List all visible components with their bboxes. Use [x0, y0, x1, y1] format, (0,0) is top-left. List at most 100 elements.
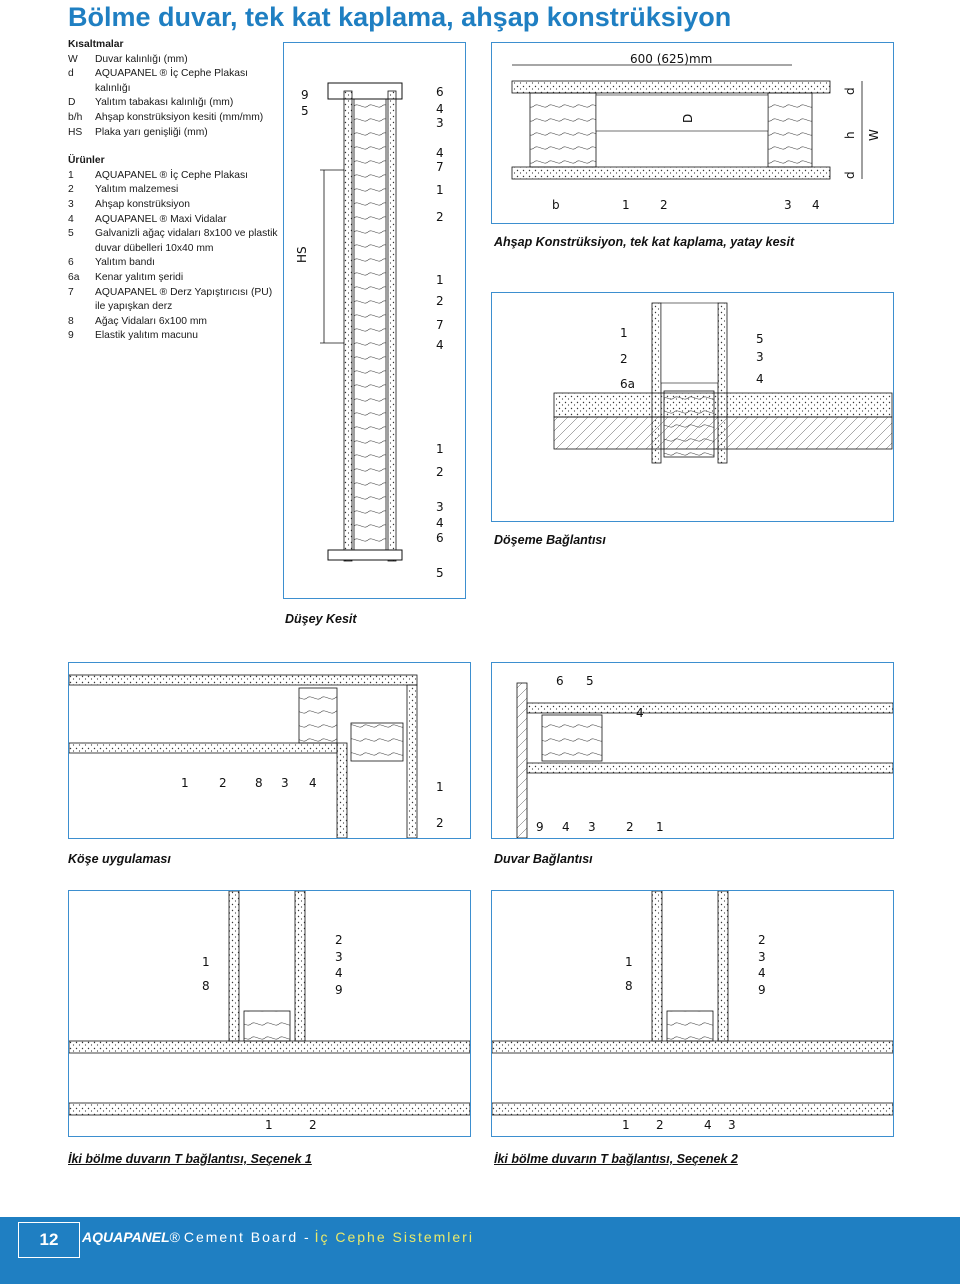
- product-text: AQUAPANEL ® İç Cephe Plakası: [95, 169, 248, 181]
- tjoint2-label: 3: [728, 1118, 736, 1132]
- tjoint2-label: 9: [758, 983, 766, 997]
- tjoint1-label: 1: [202, 955, 210, 969]
- vertical-label: 7: [436, 318, 444, 332]
- product-text: Yalıtım bandı: [95, 257, 155, 269]
- tjoint1-label: 4: [335, 966, 343, 980]
- horizontal-label: 4: [812, 198, 820, 212]
- brand-name: AQUAPANEL: [82, 1229, 170, 1245]
- product-key: 1: [68, 169, 74, 181]
- tjoint2-label: 1: [622, 1118, 630, 1132]
- floor-label: 1: [620, 326, 628, 340]
- product-key: 9: [68, 330, 74, 342]
- corner-label: 3: [281, 776, 289, 790]
- floor-label: 5: [756, 332, 764, 346]
- product-key: 6a: [68, 271, 80, 283]
- product-row: 3 Ahşap konstrüksiyon: [68, 198, 283, 213]
- section-name: İç Cephe Sistemleri: [314, 1229, 474, 1245]
- abbreviation-text: AQUAPANEL ® İç Cephe Plakası kalınlığı: [95, 68, 248, 94]
- tjoint2-label: 2: [758, 933, 766, 947]
- horizontal-label: b: [552, 198, 560, 212]
- product-key: 8: [68, 315, 74, 327]
- vertical-label: 3: [436, 116, 444, 130]
- vertical-label: 5: [301, 104, 309, 118]
- vertical-label: 4: [436, 338, 444, 352]
- width-dimension: 600 (625)mm: [630, 52, 712, 66]
- tjoint1-label: 2: [309, 1118, 317, 1132]
- corner-label: 2: [219, 776, 227, 790]
- vertical-label: 3: [436, 500, 444, 514]
- insulation-thickness-label: D: [681, 114, 695, 123]
- vertical-label: 1: [436, 273, 444, 287]
- wall-connection-caption: Duvar Bağlantısı: [494, 852, 593, 866]
- product-key: 5: [68, 228, 74, 240]
- vertical-label: 2: [436, 294, 444, 308]
- wall-label: 5: [586, 674, 594, 688]
- product-text: Ahşap konstrüksiyon: [95, 198, 191, 210]
- wall-thickness-label: W: [867, 129, 881, 141]
- product-text: Ağaç Vidaları 6x100 mm: [95, 315, 207, 327]
- hs-dimension-label: HS: [295, 246, 309, 263]
- product-row: 8 Ağaç Vidaları 6x100 mm: [68, 315, 283, 330]
- tjoint1-label: 1: [265, 1118, 273, 1132]
- vertical-label: 6: [436, 531, 444, 545]
- wall-label: 2: [626, 820, 634, 834]
- horizontal-label: 2: [660, 198, 668, 212]
- footer-bar: [0, 1217, 960, 1284]
- page-number: 12: [18, 1222, 80, 1258]
- products-heading: Ürünler: [68, 155, 105, 167]
- footer-brand: AQUAPANEL® Cement Board - İç Cephe Siste…: [82, 1229, 474, 1245]
- horizontal-label: 1: [622, 198, 630, 212]
- corner-label: 2: [436, 816, 444, 830]
- abbreviation-key: d: [68, 68, 74, 80]
- tjoint2-label: 2: [656, 1118, 664, 1132]
- tjoint2-label: 8: [625, 979, 633, 993]
- horizontal-section-caption: Ahşap Konstrüksiyon, tek kat kaplama, ya…: [494, 235, 795, 249]
- product-key: 3: [68, 198, 74, 210]
- tjoint1-label: 3: [335, 950, 343, 964]
- tjoint2-label: 1: [625, 955, 633, 969]
- board-thickness-label: d: [843, 171, 857, 179]
- tjoint2-caption: İki bölme duvarın T bağlantısı, Seçenek …: [494, 1152, 738, 1166]
- vertical-section-caption: Düşey Kesit: [285, 612, 357, 626]
- product-text: Galvanizli ağaç vidaları 8x100 ve plasti…: [95, 228, 278, 254]
- product-line: Cement Board -: [183, 1229, 311, 1245]
- brand-mark: ®: [169, 1229, 180, 1245]
- tjoint2-label: 4: [758, 966, 766, 980]
- page-title: Bölme duvar, tek kat kaplama, ahşap kons…: [68, 2, 732, 32]
- abbreviation-key: W: [68, 53, 78, 65]
- floor-connection-caption: Döşeme Bağlantısı: [494, 533, 606, 547]
- tjoint2-label: 4: [704, 1118, 712, 1132]
- abbreviations-heading: Kısaltmalar: [68, 39, 124, 50]
- horizontal-label: 3: [784, 198, 792, 212]
- product-text: Elastik yalıtım macunu: [95, 330, 199, 342]
- product-text: Yalıtım malzemesi: [95, 184, 179, 196]
- floor-label: 4: [756, 372, 764, 386]
- vertical-label: 1: [436, 442, 444, 456]
- vertical-label: 4: [436, 102, 444, 116]
- abbreviations-list: W Duvar kalınlığı (mm) d AQUAPANEL ® İç Cep…: [68, 53, 283, 141]
- vertical-label: 2: [436, 465, 444, 479]
- vertical-label: 9: [301, 88, 309, 102]
- vertical-label: 4: [436, 146, 444, 160]
- abbreviation-text: Duvar kalınlığı (mm): [95, 53, 188, 65]
